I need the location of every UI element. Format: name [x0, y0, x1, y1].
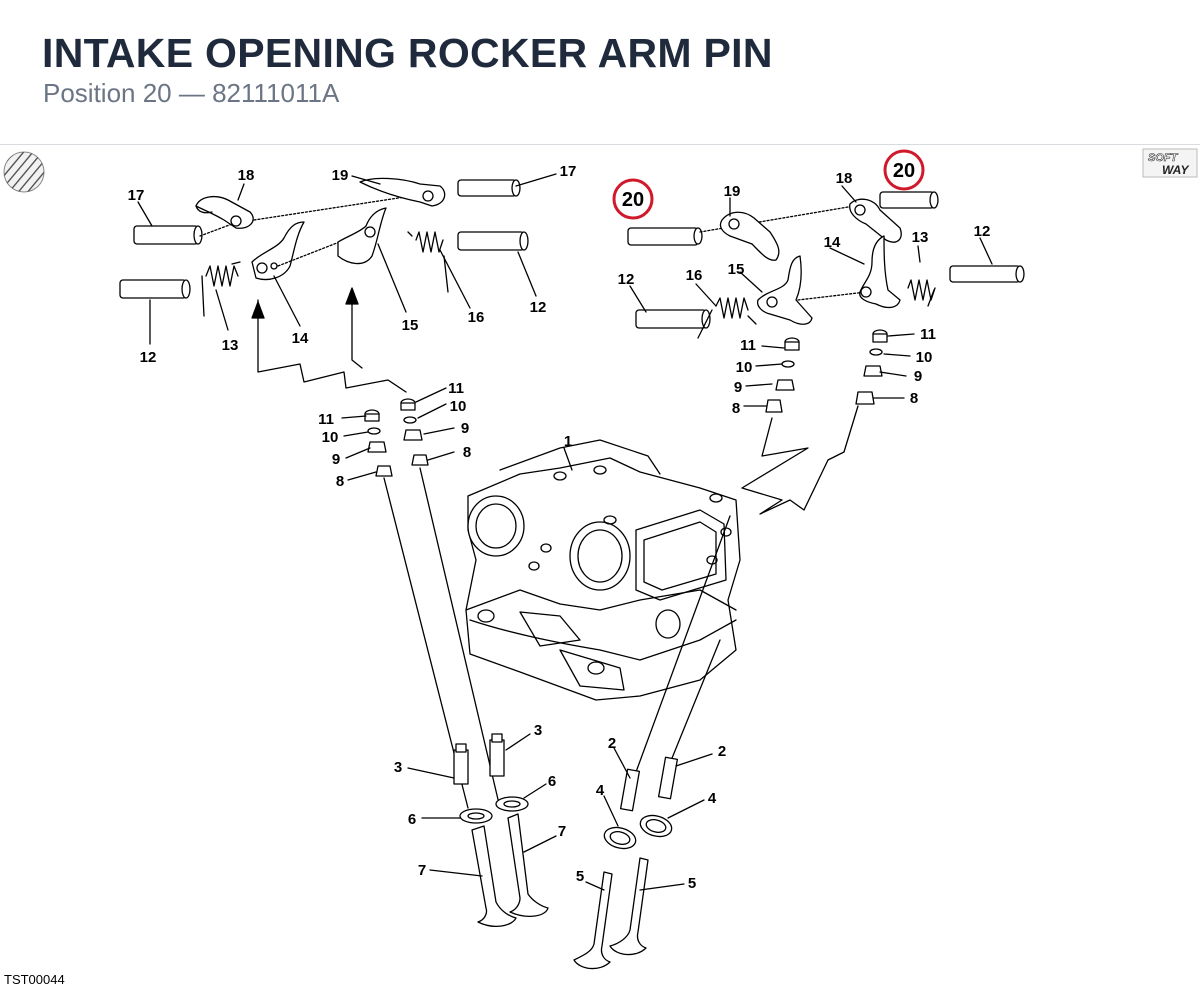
document-code: TST00044: [4, 972, 65, 987]
right-pin-20-top: [879, 191, 939, 209]
callout-label: 17: [128, 187, 145, 204]
position-marker-label: 20: [622, 189, 644, 211]
left-guide-3b: [489, 733, 505, 777]
callout-label: 16: [468, 309, 485, 326]
callout-label: 12: [974, 223, 991, 240]
callout-label: 5: [576, 868, 584, 885]
ducati-globe-logo: [3, 151, 45, 193]
callout-label: 14: [292, 330, 309, 347]
logo-text-soft: SOFT: [1148, 152, 1179, 164]
right-rocker-19: [719, 211, 780, 261]
callout-label: 8: [336, 473, 344, 490]
right-pin-12-left: [635, 309, 711, 329]
right-seal-4a: [603, 826, 637, 850]
right-valve-5b: [609, 857, 649, 956]
callout-label: 12: [140, 349, 157, 366]
callout-label: 11: [318, 411, 334, 428]
right-guide-2b: [657, 756, 679, 800]
callout-label: 5: [688, 875, 696, 892]
left-spring-13: [201, 261, 241, 317]
callout-label: 9: [332, 451, 340, 468]
right-valve-5a: [573, 871, 613, 970]
callout-label: 12: [618, 271, 635, 288]
callout-label: 2: [718, 743, 726, 760]
left-rocker-15: [337, 207, 387, 265]
position-marker-20-left: 20: [612, 178, 654, 220]
callout-label: 10: [450, 398, 467, 415]
callout-label: 6: [408, 811, 416, 828]
callout-label: 17: [560, 163, 577, 180]
callout-label: 16: [686, 267, 703, 284]
callout-label: 3: [394, 759, 402, 776]
position-marker-label: 20: [893, 160, 915, 182]
right-cap-stack-b: [855, 329, 888, 405]
left-pin-12-right: [457, 231, 529, 251]
right-guide-2a: [619, 768, 641, 812]
header-divider: [0, 144, 1200, 145]
callout-label: 6: [548, 773, 556, 790]
right-pin-12-right: [949, 265, 1025, 283]
callout-label: 13: [912, 229, 929, 246]
right-rocker-18: [849, 198, 902, 243]
callout-label: 10: [916, 349, 933, 366]
callout-label: 18: [836, 170, 853, 187]
left-rocker-19: [359, 177, 446, 207]
callout-label: 1: [564, 433, 572, 450]
callout-label: 4: [708, 790, 717, 807]
position-marker-20-right: 20: [883, 149, 925, 191]
callout-label: 13: [222, 337, 239, 354]
left-cap-stack-a: [364, 409, 393, 477]
left-washer-6a: [459, 808, 493, 824]
right-rocker-14: [859, 235, 901, 309]
cylinder-head-1: [465, 439, 741, 701]
callout-label: 9: [914, 368, 922, 385]
right-spring-16: [697, 297, 757, 339]
left-valve-7a: [471, 825, 517, 928]
callout-label: 7: [558, 823, 566, 840]
callout-label: 2: [608, 735, 616, 752]
page-title: INTAKE OPENING ROCKER ARM PIN: [42, 30, 773, 76]
callout-label: 7: [418, 862, 426, 879]
left-pin-17-upper: [133, 225, 203, 245]
callout-label: 10: [322, 429, 339, 446]
callout-label: 15: [402, 317, 419, 334]
left-washer-6b: [495, 796, 529, 812]
soft-way-logo: SOFT WAY: [1142, 148, 1198, 178]
callout-label: 10: [736, 359, 753, 376]
right-seal-4b: [639, 814, 673, 838]
callout-label: 3: [534, 722, 542, 739]
callout-label: 19: [332, 167, 349, 184]
left-rocker-14: [251, 221, 305, 281]
callout-label: 14: [824, 234, 841, 251]
left-spring-16: [407, 231, 449, 293]
callout-label: 8: [910, 390, 918, 407]
callout-label: 11: [740, 337, 756, 354]
logo-text-way: WAY: [1162, 163, 1189, 177]
right-cap-stack-a: [765, 337, 800, 413]
right-rocker-15: [756, 255, 813, 325]
left-valve-7b: [507, 813, 549, 918]
left-cap-stack-b: [400, 398, 429, 466]
callout-label: 18: [238, 167, 255, 184]
left-guide-3a: [453, 743, 469, 785]
callout-label: 15: [728, 261, 745, 278]
callout-label: 9: [734, 379, 742, 396]
callout-label: 19: [724, 183, 741, 200]
callout-label: 8: [732, 400, 740, 417]
left-pin-12-left: [119, 279, 191, 299]
callout-label: 11: [448, 380, 464, 397]
right-spring-13: [907, 279, 936, 307]
left-rocker-18: [195, 195, 254, 229]
callout-labels: 17 18 19 17 12 13 14 15 16 12 11 10 9 8 …: [128, 163, 991, 892]
callout-label: 12: [530, 299, 547, 316]
right-pin-20-highlighted: [627, 227, 703, 246]
callout-label: 9: [461, 420, 469, 437]
callout-label: 8: [463, 444, 471, 461]
page-subtitle: Position 20 — 82111011A: [43, 78, 340, 108]
callout-label: 11: [920, 326, 936, 343]
callout-label: 4: [596, 782, 605, 799]
left-pin-17-right: [457, 179, 521, 197]
